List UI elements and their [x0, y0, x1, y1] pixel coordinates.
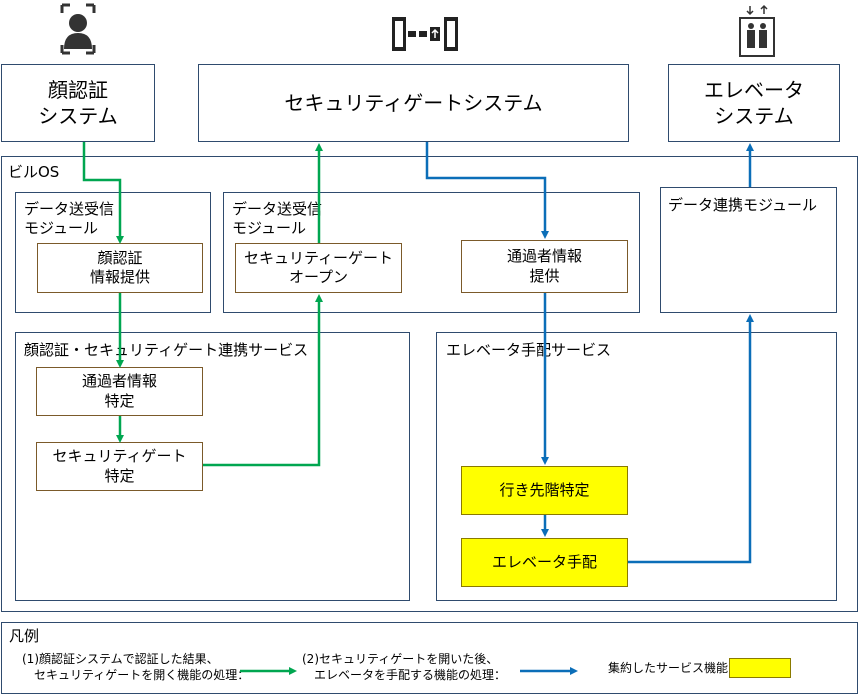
legend-item-2: (2)セキュリティゲートを開いた後、 エレベータを手配する機能の処理： — [302, 652, 507, 683]
elevator-service-label: エレベータ手配サービス — [446, 341, 612, 359]
building-os-label: ビルOS — [8, 163, 60, 181]
elevator-system: エレベータ システム — [668, 64, 840, 142]
face-gate-service-label: 顔認証・セキュリティゲート連携サービス — [24, 341, 309, 359]
face-recognition-system: 顔認証 システム — [1, 64, 155, 142]
legend-highlight-swatch — [729, 658, 791, 678]
legend-frame — [1, 622, 858, 694]
passer-info-provide: 通過者情報 提供 — [461, 240, 628, 293]
face-info-provide: 顔認証 情報提供 — [37, 243, 203, 293]
legend-item-3: 集約したサービス機能： — [608, 661, 741, 675]
identify-gate: セキュリティゲート 特定 — [36, 442, 203, 491]
security-gate-system: セキュリティゲートシステム — [198, 64, 629, 142]
elevator-arrange: エレベータ手配 — [461, 538, 628, 587]
legend-title: 凡例 — [9, 627, 40, 645]
identify-passer: 通過者情報 特定 — [36, 367, 203, 416]
data-module-right — [660, 187, 837, 313]
destination-floor: 行き先階特定 — [461, 466, 628, 515]
data-module-right-label: データ連携モジュール — [668, 196, 817, 214]
legend-item-1: (1)顔認証システムで認証した結果、 セキュリティゲートを開く機能の処理： — [22, 652, 250, 683]
data-module-left-label: データ送受信 モジュール — [24, 200, 115, 237]
data-module-mid-label: データ送受信 モジュール — [232, 200, 323, 237]
gate-open: セキュリティーゲート オープン — [235, 243, 402, 293]
